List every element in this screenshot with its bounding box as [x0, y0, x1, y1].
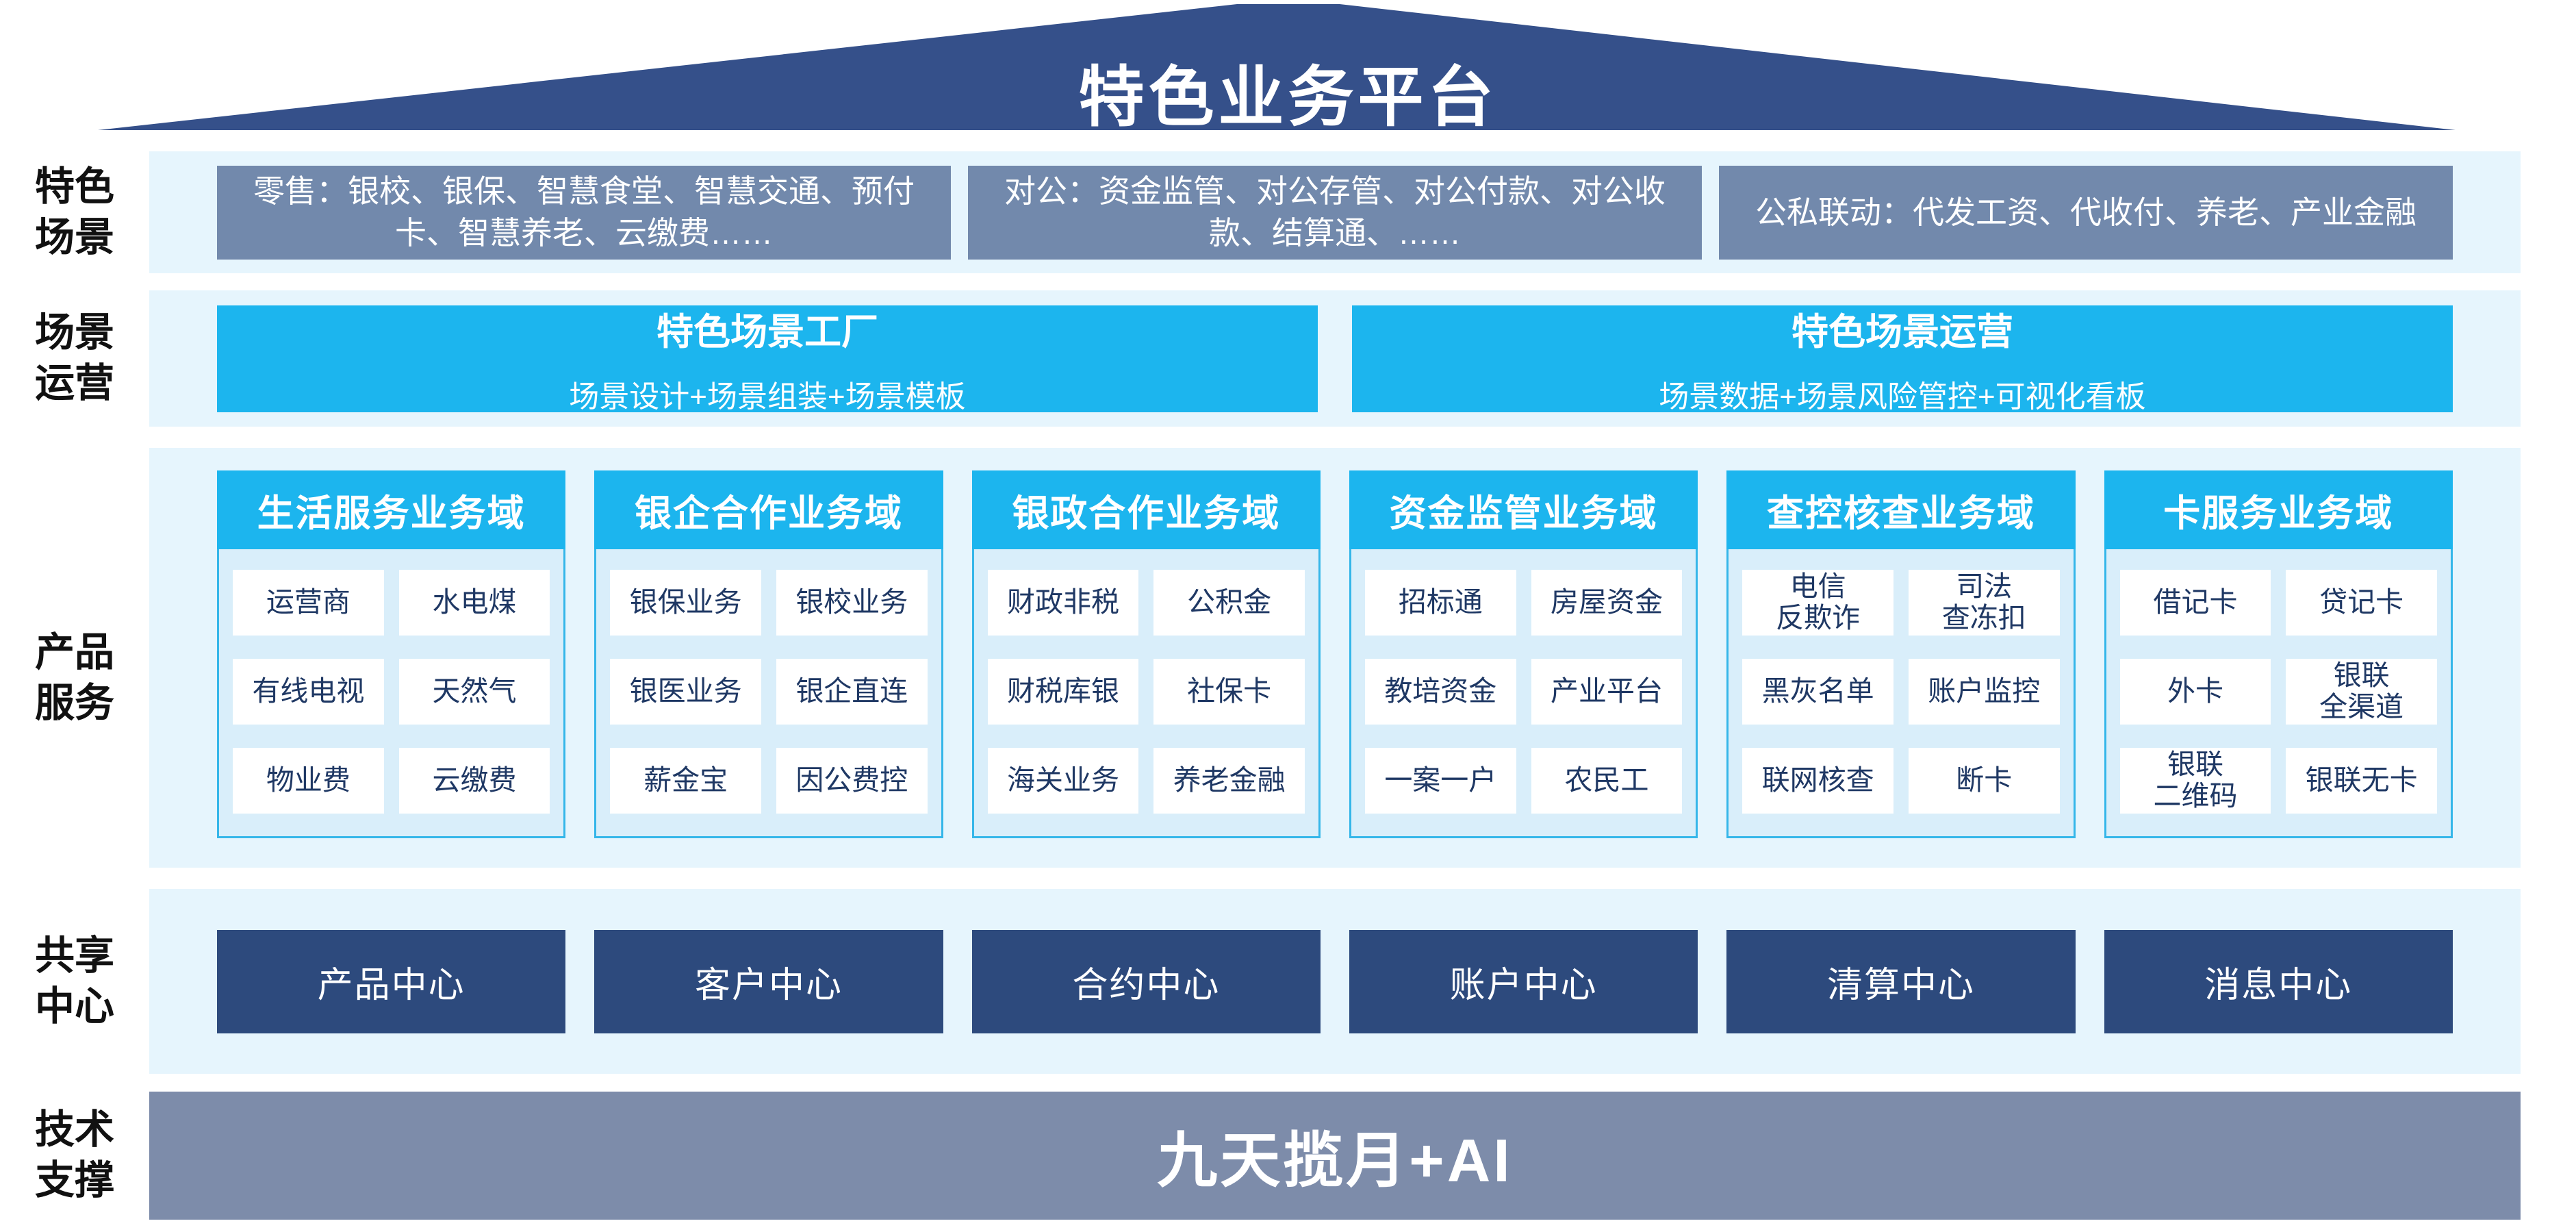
- side-label-product-services: 产品 服务: [0, 627, 149, 729]
- domain-fund-supervision: 资金监管业务域 招标通 房屋资金 教培资金 产业平台 一案一户 农民工: [1349, 470, 1698, 838]
- domain-cell: 外卡: [2119, 659, 2271, 725]
- domain-header: 银政合作业务域: [971, 470, 1321, 549]
- side-label-tech-support: 技术 支撑: [0, 1105, 149, 1206]
- special-scenes-band: 零售：银校、银保、智慧食堂、智慧交通、预付卡、智慧养老、云缴费…… 对公：资金监…: [149, 151, 2521, 273]
- side-label-line: 特色: [34, 164, 114, 209]
- domain-cell: 银企直连: [776, 659, 928, 725]
- domain-cell: 物业费: [233, 748, 384, 814]
- side-label-line: 运营: [34, 361, 114, 405]
- domain-cell: 运营商: [233, 570, 384, 636]
- domain-cell: 因公费控: [776, 748, 928, 814]
- domain-cell: 银医业务: [610, 659, 761, 725]
- center-box-account: 账户中心: [1349, 929, 1698, 1033]
- domain-header: 资金监管业务域: [1349, 470, 1698, 549]
- scene-operation-band: 特色场景工厂 场景设计+场景组装+场景模板 特色场景运营 场景数据+场景风险管控…: [149, 290, 2521, 427]
- side-label-line: 服务: [34, 681, 114, 725]
- domain-cell: 财税库银: [987, 659, 1139, 725]
- domain-cell: 社保卡: [1153, 659, 1305, 725]
- domain-cell: 有线电视: [233, 659, 384, 725]
- domain-body: 运营商 水电煤 有线电视 天然气 物业费 云缴费: [217, 549, 566, 838]
- domain-body: 借记卡 贷记卡 外卡 银联 全渠道 银联 二维码 银联无卡: [2104, 549, 2453, 838]
- domain-header: 查控核查业务域: [1726, 470, 2076, 549]
- domain-cell: 贷记卡: [2286, 570, 2437, 636]
- domain-cell: 招标通: [1364, 570, 1516, 636]
- domain-cell: 借记卡: [2119, 570, 2271, 636]
- domain-inspection-verification: 查控核查业务域 电信 反欺诈 司法 查冻扣 黑灰名单 账户监控 联网核查 断卡: [1726, 470, 2076, 838]
- center-box-contract: 合约中心: [971, 929, 1321, 1033]
- scene-factory-title: 特色场景工厂: [656, 312, 878, 353]
- domain-cell: 银联无卡: [2286, 748, 2437, 814]
- domain-cell: 一案一户: [1364, 748, 1516, 814]
- domain-cell: 教培资金: [1364, 659, 1516, 725]
- domain-life-services: 生活服务业务域 运营商 水电煤 有线电视 天然气 物业费 云缴费: [217, 470, 566, 838]
- domain-cell: 财政非税: [987, 570, 1139, 636]
- domain-cell: 黑灰名单: [1742, 659, 1893, 725]
- side-label-line: 场景: [34, 310, 114, 355]
- domain-cell: 账户监控: [1908, 659, 2060, 725]
- side-label-line: 共享: [34, 933, 114, 978]
- side-label-special-scenes: 特色 场景: [0, 162, 149, 263]
- domain-cell: 银保业务: [610, 570, 761, 636]
- center-box-message: 消息中心: [2104, 929, 2453, 1033]
- side-label-line: 场景: [34, 215, 114, 260]
- domain-cell: 产业平台: [1531, 659, 1683, 725]
- domain-cell: 天然气: [398, 659, 550, 725]
- scenario-box-retail: 零售：银校、银保、智慧食堂、智慧交通、预付卡、智慧养老、云缴费……: [217, 165, 951, 260]
- domain-cell: 养老金融: [1153, 748, 1305, 814]
- scenario-box-corporate: 对公：资金监管、对公存管、对公付款、对公收款、结算通、……: [968, 165, 1702, 260]
- roof-shape: [98, 4, 2456, 130]
- domain-cell: 司法 查冻扣: [1908, 570, 2060, 636]
- domain-body: 电信 反欺诈 司法 查冻扣 黑灰名单 账户监控 联网核查 断卡: [1726, 549, 2076, 838]
- tech-support-label: 九天揽月+AI: [1157, 1127, 1513, 1194]
- domain-cell: 联网核查: [1742, 748, 1893, 814]
- center-box-customer: 客户中心: [594, 929, 943, 1033]
- scene-factory-subtitle: 场景设计+场景组装+场景模板: [569, 380, 966, 414]
- center-box-product: 产品中心: [217, 929, 566, 1033]
- center-box-clearing: 清算中心: [1726, 929, 2076, 1033]
- tech-support-bar: 九天揽月+AI: [149, 1092, 2521, 1220]
- domain-cell: 云缴费: [398, 748, 550, 814]
- shared-centers-band: 产品中心 客户中心 合约中心 账户中心 清算中心 消息中心: [149, 889, 2521, 1074]
- domain-bank-government: 银政合作业务域 财政非税 公积金 财税库银 社保卡 海关业务 养老金融: [971, 470, 1321, 838]
- scene-factory-box: 特色场景工厂 场景设计+场景组装+场景模板: [217, 305, 1318, 414]
- domain-cell: 断卡: [1908, 748, 2060, 814]
- side-label-line: 产品: [34, 630, 114, 675]
- platform-roof: [98, 4, 2456, 130]
- domain-body: 财政非税 公积金 财税库银 社保卡 海关业务 养老金融: [971, 549, 1321, 838]
- domain-cell: 农民工: [1531, 748, 1683, 814]
- domain-header: 卡服务业务域: [2104, 470, 2453, 549]
- domain-cell: 银联 全渠道: [2286, 659, 2437, 725]
- scene-operation-subtitle: 场景数据+场景风险管控+可视化看板: [1659, 380, 2146, 414]
- domain-header: 生活服务业务域: [217, 470, 566, 549]
- side-label-line: 技术: [34, 1107, 114, 1152]
- side-label-line: 中心: [34, 984, 114, 1029]
- domain-cell: 薪金宝: [610, 748, 761, 814]
- product-services-band: 生活服务业务域 运营商 水电煤 有线电视 天然气 物业费 云缴费 银企合作业务域…: [149, 448, 2521, 868]
- domain-header: 银企合作业务域: [594, 470, 943, 549]
- domain-cell: 银联 二维码: [2119, 748, 2271, 814]
- domain-cell: 电信 反欺诈: [1742, 570, 1893, 636]
- scene-operation-title: 特色场景运营: [1791, 312, 2013, 353]
- domain-body: 银保业务 银校业务 银医业务 银企直连 薪金宝 因公费控: [594, 549, 943, 838]
- side-label-scene-operation: 场景 运营: [0, 307, 149, 409]
- scene-operation-box: 特色场景运营 场景数据+场景风险管控+可视化看板: [1352, 305, 2453, 414]
- side-label-line: 支撑: [34, 1158, 114, 1203]
- domain-cell: 房屋资金: [1531, 570, 1683, 636]
- scenario-box-public-private-linkage: 公私联动：代发工资、代收付、养老、产业金融: [1719, 165, 2453, 260]
- side-label-shared-centers: 共享 中心: [0, 931, 149, 1032]
- domain-cell: 水电煤: [398, 570, 550, 636]
- domain-cell: 公积金: [1153, 570, 1305, 636]
- domain-cell: 银校业务: [776, 570, 928, 636]
- domain-card-services: 卡服务业务域 借记卡 贷记卡 外卡 银联 全渠道 银联 二维码 银联无卡: [2104, 470, 2453, 838]
- domain-cell: 海关业务: [987, 748, 1139, 814]
- domain-bank-enterprise: 银企合作业务域 银保业务 银校业务 银医业务 银企直连 薪金宝 因公费控: [594, 470, 943, 838]
- platform-title: 特色业务平台: [1078, 61, 1498, 134]
- domain-body: 招标通 房屋资金 教培资金 产业平台 一案一户 农民工: [1349, 549, 1698, 838]
